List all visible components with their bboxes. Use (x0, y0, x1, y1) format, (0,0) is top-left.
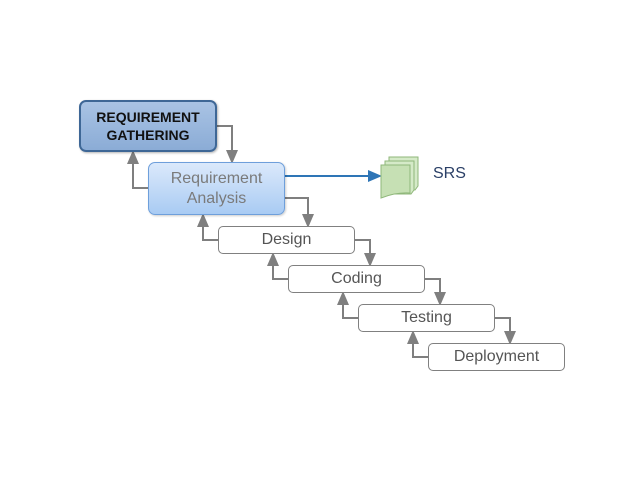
forward-arrow-5 (495, 317, 516, 345)
phase-requirement-analysis[interactable]: Requirement Analysis (148, 162, 285, 215)
back-arrow-4 (337, 291, 358, 319)
phase-label: Design (261, 231, 312, 248)
phase-label: Testing (401, 309, 452, 326)
srs-label: SRS (433, 165, 466, 182)
forward-arrow-1 (217, 125, 238, 164)
back-arrow-2 (197, 213, 218, 241)
forward-arrow-2 (285, 197, 314, 228)
phase-deployment[interactable]: Deployment (428, 343, 565, 371)
phase-coding[interactable]: Coding (288, 265, 425, 293)
phase-label: GATHERING (106, 127, 190, 143)
phase-label: REQUIREMENT (96, 109, 200, 125)
back-arrow-5 (407, 330, 428, 358)
phase-label: Coding (331, 270, 382, 287)
phase-testing[interactable]: Testing (358, 304, 495, 332)
back-arrow-3 (267, 252, 288, 280)
phase-design[interactable]: Design (218, 226, 355, 254)
phase-label: Requirement (170, 169, 263, 187)
phase-requirement-gathering[interactable]: REQUIREMENT GATHERING (79, 100, 217, 152)
forward-arrow-3 (355, 239, 376, 267)
forward-arrow-4 (425, 278, 446, 306)
phase-label: Analysis (186, 189, 247, 207)
phase-label: Deployment (453, 348, 540, 365)
back-arrow-1 (127, 150, 148, 189)
document-stack-icon (380, 156, 419, 199)
